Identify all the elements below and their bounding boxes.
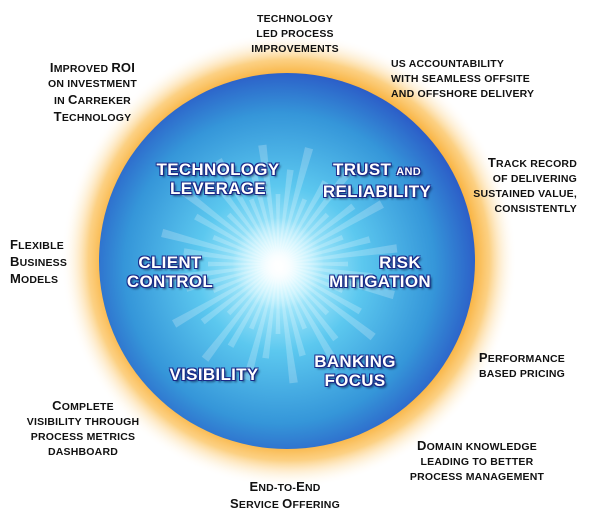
left-l3: MODELS: [10, 271, 100, 288]
control-line: CONTROL: [126, 272, 214, 291]
reliability-line: RELIABILITY: [322, 182, 432, 201]
bottom-cap4: O: [282, 496, 293, 511]
and-word: AND: [396, 166, 421, 178]
label-performance-pricing: PERFORMANCE BASED PRICING: [450, 350, 565, 382]
bottom-l1: END-TO-END: [205, 479, 365, 496]
topleft-roi: ROI: [111, 60, 136, 75]
topleft-l3: IN CARREKER: [20, 92, 165, 109]
label-trust-reliability: TRUST AND RELIABILITY: [302, 160, 452, 201]
left-l1: FLEXIBLE: [10, 237, 100, 254]
bottomleft-cap: C: [52, 398, 62, 413]
topright-l3: AND OFFSHORE DELIVERY: [391, 88, 535, 100]
label-complete-visibility: COMPLETE VISIBILITY THROUGH PROCESS METR…: [8, 398, 158, 460]
bottom-l2: SERVICE OFFERING: [205, 496, 365, 513]
bottomleft-l1rest: OMPLETE: [61, 401, 114, 413]
topleft-cap2: C: [68, 92, 78, 107]
bottomright-l2: LEADING TO BETTER: [420, 456, 534, 468]
topleft-l3rest: ARREKER: [77, 95, 131, 107]
bottomright-l1rest: OMAIN KNOWLEDGE: [426, 441, 537, 453]
label-domain-knowledge: DOMAIN KNOWLEDGE LEADING TO BETTER PROCE…: [382, 438, 572, 485]
bottomright-l3: PROCESS MANAGEMENT: [409, 471, 545, 483]
bottom-cap2: E: [296, 479, 305, 494]
client-line: CLIENT: [138, 253, 202, 272]
label-risk-mitigation: RISK MITIGATION: [310, 253, 450, 291]
bottomleft-l3: PROCESS METRICS: [30, 431, 136, 443]
bottomleft-l2: VISIBILITY THROUGH: [26, 416, 140, 428]
rightlower-l2: BASED PRICING: [478, 368, 565, 380]
label-visibility: VISIBILITY: [144, 365, 284, 384]
rightlower-l1rest: ERFORMANCE: [487, 353, 565, 365]
rightupper-l1: TRACK RECORD: [440, 155, 577, 172]
bottom-l1rest2: ND: [304, 482, 321, 494]
left-l1rest: LEXIBLE: [18, 240, 64, 252]
label-banking-focus: BANKING FOCUS: [300, 352, 410, 390]
bottom-l2rest: ERVICE: [238, 499, 283, 511]
left-cap2: B: [10, 254, 20, 269]
top-l1: TECHNOLOGY: [256, 13, 334, 25]
bottomleft-l4: DASHBOARD: [47, 446, 119, 458]
rightupper-cap: T: [487, 155, 497, 170]
label-improved-roi: IMPROVED ROI ON INVESTMENT IN CARREKER T…: [20, 60, 165, 126]
bottom-cap1: E: [249, 479, 259, 494]
rightupper-l4: CONSISTENTLY: [494, 203, 577, 215]
bottomright-cap: D: [417, 438, 427, 453]
label-technology-leverage: TECHNOLOGY LEVERAGE: [138, 160, 298, 198]
trust-word: TRUST: [333, 160, 392, 179]
left-l3rest: ODELS: [21, 274, 59, 286]
banking-line: BANKING: [314, 352, 396, 371]
bottom-l1rest: ND-TO-: [258, 482, 297, 494]
label-technology-led: TECHNOLOGY LED PROCESS IMPROVEMENTS: [220, 12, 370, 57]
left-cap1: F: [10, 237, 19, 252]
rightlower-l1: PERFORMANCE: [450, 350, 565, 367]
topleft-cap1: I: [49, 60, 54, 75]
rightupper-l2: OF DELIVERING: [492, 173, 577, 185]
topleft-l1rest: MPROVED: [53, 63, 112, 75]
top-l3: IMPROVEMENTS: [251, 43, 339, 55]
mitigation-line: MITIGATION: [329, 272, 431, 291]
bottomleft-l1: COMPLETE: [8, 398, 158, 415]
label-us-accountability: US ACCOUNTABILITY WITH SEAMLESS OFFSITE …: [391, 57, 571, 102]
visibility-line: VISIBILITY: [169, 365, 259, 384]
topleft-l4: TECHNOLOGY: [20, 109, 165, 126]
topleft-l2: ON INVESTMENT: [48, 78, 137, 90]
top-l2: LED PROCESS: [256, 28, 334, 40]
rightlower-cap: P: [478, 350, 488, 365]
left-cap3: M: [10, 271, 22, 286]
left-l2rest: USINESS: [19, 257, 68, 269]
leverage-line: LEVERAGE: [170, 179, 266, 198]
focus-line: FOCUS: [324, 371, 386, 390]
left-l2: BUSINESS: [10, 254, 100, 271]
label-track-record: TRACK RECORD OF DELIVERING SUSTAINED VAL…: [440, 155, 577, 217]
bottom-cap3: S: [230, 496, 239, 511]
center-glow: [232, 218, 324, 310]
bottom-l2rest2: FFERING: [292, 499, 340, 511]
risk-line: RISK: [379, 253, 421, 272]
topleft-l4rest: ECHNOLOGY: [61, 112, 132, 124]
topleft-in: IN: [54, 95, 69, 107]
topright-l1: US ACCOUNTABILITY: [391, 58, 505, 70]
label-end-to-end: END-TO-END SERVICE OFFERING: [205, 479, 365, 513]
trust-line: TRUST AND: [302, 160, 452, 182]
bottomright-l1: DOMAIN KNOWLEDGE: [382, 438, 572, 455]
rightupper-l3: SUSTAINED VALUE,: [473, 188, 577, 200]
label-client-control: CLIENT CONTROL: [110, 253, 230, 291]
topleft-cap3: T: [53, 109, 62, 124]
topright-l2: WITH SEAMLESS OFFSITE: [391, 73, 530, 85]
rightupper-l1rest: RACK RECORD: [496, 158, 577, 170]
topleft-l1: IMPROVED ROI: [20, 60, 165, 77]
label-flexible-models: FLEXIBLE BUSINESS MODELS: [10, 237, 100, 288]
technology-line: TECHNOLOGY: [156, 160, 280, 179]
